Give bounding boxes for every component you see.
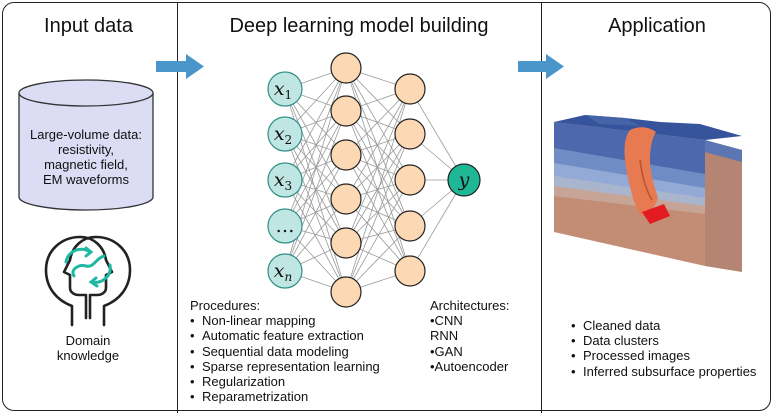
procedure-item: Reparametrization <box>190 389 380 404</box>
network-edge <box>345 88 411 200</box>
procedure-item: Sequential data modeling <box>190 344 380 359</box>
network-edge <box>345 133 411 293</box>
procedure-item-label: Reparametrization <box>202 389 309 405</box>
network-edge <box>284 67 347 181</box>
procedure-item: Regularization <box>190 374 380 389</box>
input-node-label: … <box>276 215 295 237</box>
subsurface-model-image <box>554 115 742 272</box>
procedure-item-label: Automatic feature extraction <box>202 328 364 344</box>
application-item-label: Processed images <box>583 348 690 364</box>
input-node <box>267 253 303 289</box>
procedure-item-label: Non-linear mapping <box>202 313 316 329</box>
domain-label-line-1: Domain <box>65 333 111 348</box>
flow-arrow-left-icon <box>156 54 204 79</box>
model-title: Deep learning model building <box>229 15 489 37</box>
hidden-node <box>394 210 426 242</box>
brain-arrows-icon <box>64 246 112 288</box>
network-edges <box>284 67 465 293</box>
application-item-label: Cleaned data <box>583 318 661 333</box>
architecture-item: •GAN <box>430 343 463 359</box>
head-brain-icon <box>44 235 132 327</box>
network-edge <box>345 133 411 244</box>
procedure-item-label: Sparse representation learning <box>202 358 380 374</box>
hidden-node <box>330 52 362 84</box>
network-edge <box>345 198 411 272</box>
cylinder-line-1: Large-volume data: <box>29 127 142 142</box>
hidden-node <box>330 95 362 127</box>
architectures-list: Architectures: •CNN RNN •GAN •Autoencode… <box>430 298 509 374</box>
application-item-label: Inferred subsurface properties <box>583 363 757 379</box>
hidden-node <box>394 255 426 287</box>
domain-knowledge-label: Domain knowledge <box>18 333 158 363</box>
architectures-title: Architectures: <box>430 298 510 313</box>
architecture-item: •CNN <box>430 313 463 329</box>
procedure-item: Automatic feature extraction <box>190 328 380 343</box>
output-node <box>447 163 481 197</box>
network-labels: x1 x2 x3 … xn y <box>274 78 470 284</box>
input-node <box>267 71 303 107</box>
application-item: Inferred subsurface properties <box>571 364 756 379</box>
architecture-item: RNN <box>430 328 459 344</box>
application-item-label: Data clusters <box>583 333 659 349</box>
flow-arrow-right-icon <box>518 54 564 79</box>
procedures-list: Procedures: Non-linear mapping Automatic… <box>190 298 380 404</box>
architecture-item: •Autoencoder <box>430 358 509 374</box>
hidden-node <box>330 183 362 215</box>
network-edge <box>284 88 347 200</box>
input-node-label: x2 <box>274 123 292 147</box>
domain-label-line-2: knowledge <box>56 348 120 363</box>
input-node <box>267 162 303 198</box>
output-node-label: y <box>458 169 470 191</box>
procedures-title: Procedures: <box>190 298 261 313</box>
network-edge <box>409 179 465 272</box>
network-edge <box>345 110 411 227</box>
application-item: Processed images <box>571 348 756 363</box>
cylinder-line-2: resistivity, <box>57 142 115 157</box>
input-node <box>267 208 303 244</box>
figure-frame <box>2 2 771 411</box>
network-edge <box>409 88 465 181</box>
data-cylinder-icon <box>18 79 154 211</box>
hidden-node <box>394 73 426 105</box>
cylinder-line-3: magnetic field, <box>44 157 128 172</box>
procedure-item-label: Regularization <box>202 374 286 390</box>
network-edge <box>284 154 347 272</box>
input-node-label: x1 <box>274 78 292 102</box>
application-title: Application <box>608 15 706 37</box>
procedure-item: Sparse representation learning <box>190 359 380 374</box>
network-edge <box>345 88 411 244</box>
divider-left <box>177 2 178 413</box>
input-node <box>267 116 303 152</box>
hidden-node <box>394 164 426 196</box>
hidden-node <box>330 139 362 171</box>
cylinder-text: Large-volume data: resistivity, magnetic… <box>19 127 153 187</box>
network-edge <box>284 67 347 227</box>
divider-right <box>541 2 542 413</box>
network-nodes <box>267 52 481 308</box>
network-edge <box>284 110 347 272</box>
procedure-item-label: Sequential data modeling <box>202 343 349 359</box>
application-list: Cleaned data Data clusters Processed ima… <box>571 318 756 379</box>
application-item: Cleaned data <box>571 318 756 333</box>
hidden-node <box>330 227 362 259</box>
procedure-item: Non-linear mapping <box>190 313 380 328</box>
cylinder-line-4: EM waveforms <box>43 172 129 187</box>
hidden-node <box>330 276 362 308</box>
application-item: Data clusters <box>571 333 756 348</box>
input-node-label: xn <box>274 260 292 284</box>
network-edge <box>345 110 411 181</box>
input-node-label: x3 <box>274 169 292 193</box>
input-title: Input data <box>44 15 133 37</box>
hidden-node <box>394 118 426 150</box>
network-edge <box>345 67 411 227</box>
network-edge <box>345 179 411 293</box>
network-edge <box>284 133 347 244</box>
